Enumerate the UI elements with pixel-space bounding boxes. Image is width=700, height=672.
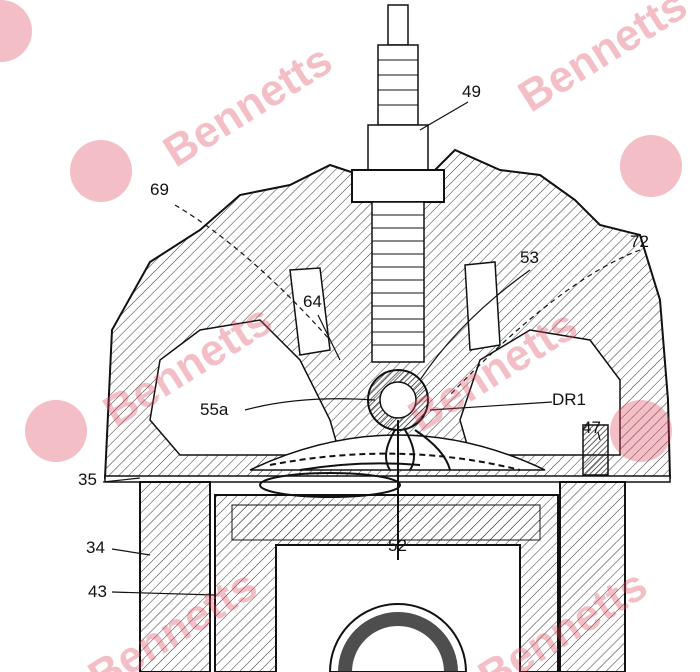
label-34: 34	[86, 538, 105, 557]
label-35: 35	[78, 470, 97, 489]
part-47	[582, 424, 609, 476]
piston-pin	[328, 603, 468, 672]
passage-64	[289, 267, 331, 356]
leader-lines	[102, 101, 641, 596]
label-49: 49	[462, 82, 481, 101]
passage-53	[464, 261, 501, 351]
spark-plug	[351, 4, 445, 363]
label-52: 52	[388, 536, 407, 555]
label-72: 72	[630, 232, 649, 251]
label-69: 69	[150, 180, 169, 199]
watermark-logo	[610, 400, 672, 462]
label-55a: 55a	[200, 400, 229, 419]
watermark-logo	[70, 140, 132, 202]
cylinder-wall-right	[559, 481, 626, 672]
label-47: 47	[582, 418, 601, 437]
label-dr1: DR1	[552, 390, 587, 409]
label-53: 53	[520, 248, 539, 267]
label-43: 43	[88, 582, 107, 601]
label-64: 64	[303, 292, 322, 311]
intake-port	[149, 319, 341, 456]
flow-arrows	[259, 420, 521, 560]
watermark-logo	[620, 135, 682, 197]
watermark-logo	[25, 400, 87, 462]
cylinder-wall-left	[139, 481, 211, 672]
